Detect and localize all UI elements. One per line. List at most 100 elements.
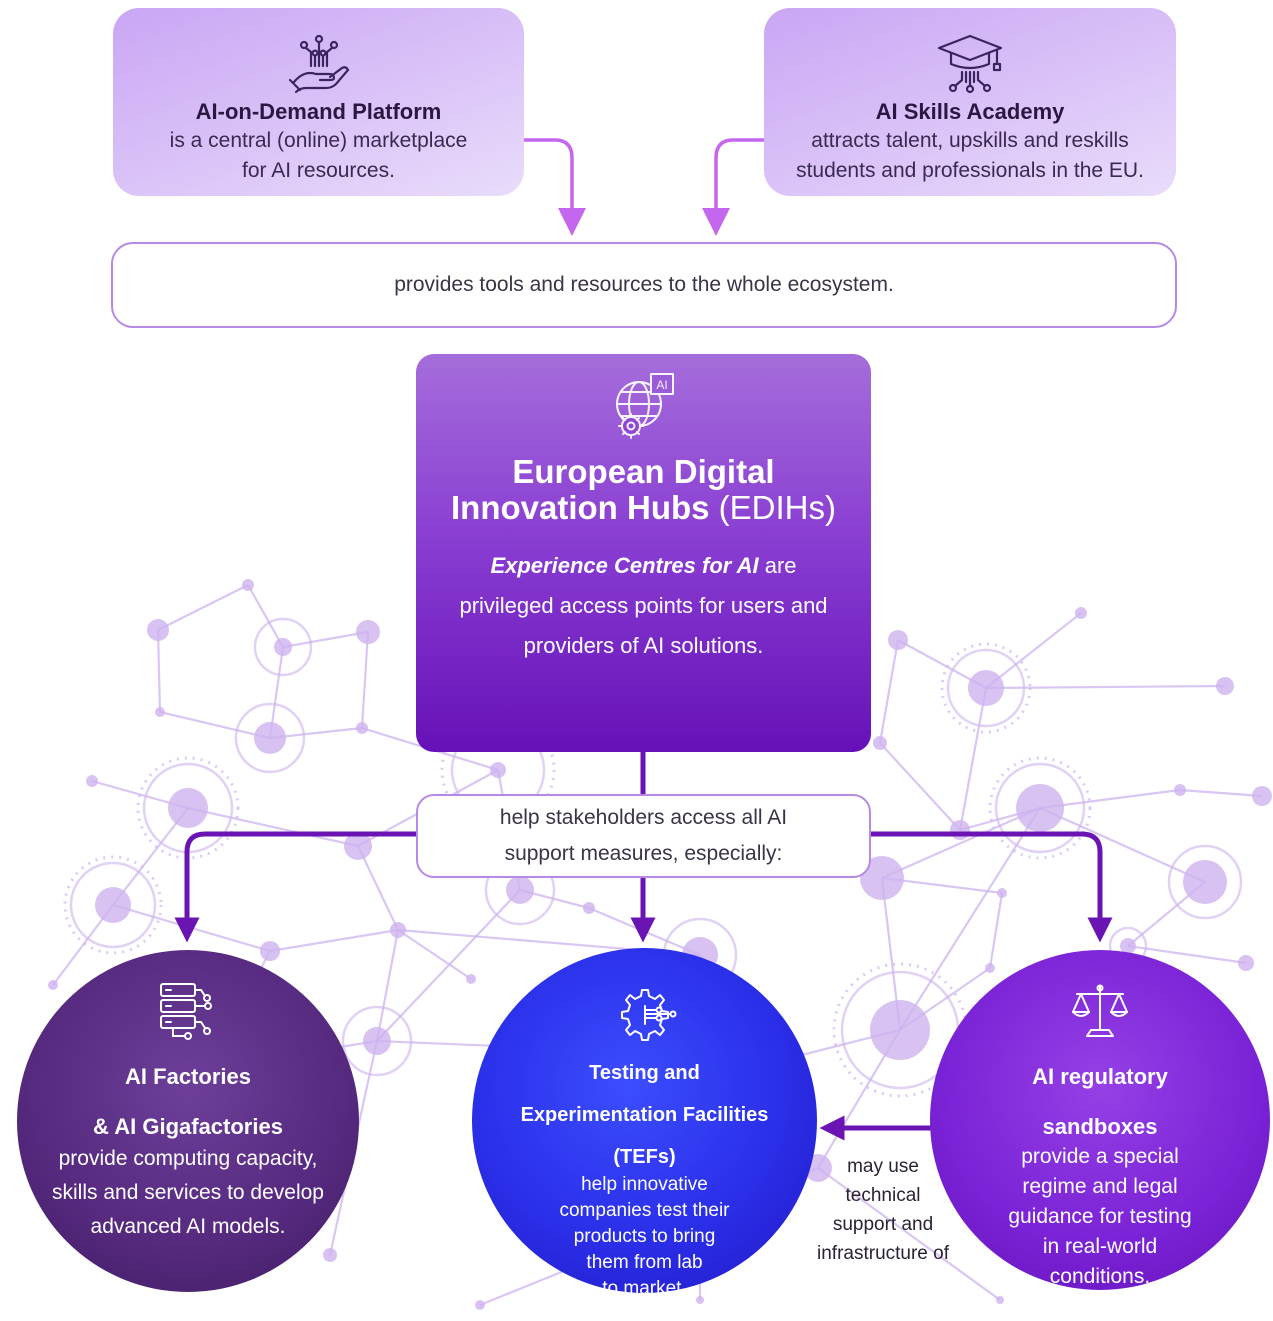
network-node [274, 638, 292, 656]
edih-title-line2: Innovation Hubs [451, 489, 710, 526]
network-dotted-ring [136, 756, 240, 860]
network-node [344, 832, 372, 860]
tefs-desc-line4: them from lab [586, 1252, 703, 1273]
sandboxes-desc-line1: provide a special [1021, 1145, 1179, 1168]
network-ring [341, 1005, 413, 1077]
scales-icon [1072, 984, 1128, 1037]
tefs-title-line1: Testing and [589, 1062, 700, 1084]
may-use-line3: support and [832, 1214, 934, 1235]
network-node [870, 1000, 930, 1060]
network-edge [247, 584, 284, 648]
ai-on-demand-title: AI-on-Demand Platform [195, 99, 442, 124]
network-edge [357, 845, 399, 931]
network-node [48, 980, 58, 990]
edih-title-line1: European Digital [512, 453, 775, 490]
sandboxes-title-line2: sandboxes [1042, 1114, 1158, 1139]
network-ring [1167, 844, 1243, 920]
network-ring [253, 617, 313, 677]
tools-resources-bar: provides tools and resources to the whol… [111, 242, 1177, 328]
network-dotted-ring [440, 712, 556, 828]
network-node [888, 630, 908, 650]
ai-on-demand-card: AI-on-Demand Platform is a central (onli… [113, 8, 524, 196]
ai-skills-academy-title: AI Skills Academy [875, 99, 1065, 124]
network-node [475, 1300, 485, 1310]
ai-factories-desc-line3: advanced AI models. [90, 1215, 286, 1238]
sandboxes-desc-line2: regime and legal [1022, 1175, 1178, 1198]
server-network-icon [160, 983, 212, 1040]
network-edge [187, 806, 359, 848]
network-node [696, 1296, 704, 1304]
network-edge [157, 584, 249, 631]
edih-desc-line3: providers of AI solutions. [523, 633, 764, 658]
network-node [1016, 784, 1064, 832]
sandboxes-desc-line5: conditions. [1049, 1265, 1151, 1288]
network-node [254, 722, 286, 754]
network-node [323, 1248, 337, 1262]
tefs-desc-line1: help innovative [581, 1174, 708, 1195]
network-edge [985, 612, 1082, 689]
tefs-desc-line2: companies test their [559, 1200, 730, 1221]
network-node [583, 902, 595, 914]
network-edge [1127, 944, 1247, 965]
edih-desc-line2: privileged access points for users and [459, 593, 828, 618]
network-dotted-ring [988, 756, 1092, 860]
may-use-line2: technical [845, 1185, 921, 1206]
network-edge [269, 928, 399, 953]
ai-factories-title-line2: & AI Gigafactories [93, 1114, 283, 1139]
network-node [363, 1027, 391, 1055]
network-node [997, 888, 1007, 898]
ai-factories-desc-line1: provide computing capacity, [58, 1147, 318, 1170]
network-node [985, 963, 995, 973]
tefs-title-line3: (TEFs) [613, 1146, 676, 1168]
ai-factories-desc-line2: skills and services to develop [52, 1181, 324, 1204]
may-use-label: may use technical support and infrastruc… [798, 1152, 968, 1268]
network-node [1120, 938, 1136, 954]
edih-description: Experience Centres for AI are privileged… [416, 546, 871, 666]
network-node [873, 736, 887, 750]
network-node [1216, 677, 1234, 695]
gear-circuit-icon [620, 989, 676, 1041]
may-use-line1: may use [847, 1156, 919, 1177]
globe-ai-gear-icon: AI [615, 373, 674, 439]
network-edge [985, 684, 1226, 690]
edih-box: AI European Digital Innovation Hubs (EDI… [416, 354, 871, 752]
edih-desc-emphasis: Experience Centres for AI [490, 553, 759, 578]
ai-skills-academy-card: AI Skills Academy attracts talent, upski… [764, 8, 1176, 196]
graduation-cap-icon [937, 34, 1003, 94]
network-edge [817, 1167, 1001, 1301]
sandboxes-desc-line3: guidance for testing [1008, 1205, 1192, 1228]
sandboxes-title-line1: AI regulatory [1032, 1064, 1168, 1089]
ai-factories-circle: AI Factories & AI Gigafactories provide … [17, 950, 359, 1292]
network-edge [988, 892, 1004, 969]
ai-on-demand-desc-line1: is a central (online) marketplace [169, 129, 468, 152]
tools-resources-text: provides tools and resources to the whol… [394, 273, 894, 296]
network-edge [159, 710, 271, 740]
network-node [996, 1296, 1004, 1304]
network-node [260, 941, 280, 961]
hand-circuit-icon [288, 34, 349, 94]
arrow-to-factories [174, 831, 416, 943]
edih-desc-line1: are [758, 553, 797, 578]
help-line2: support measures, especially: [504, 842, 783, 865]
network-node [242, 579, 254, 591]
network-node [155, 707, 165, 717]
help-stakeholders-box: help stakeholders access all AI support … [416, 794, 871, 878]
may-use-line4: infrastructure of [817, 1243, 949, 1264]
network-edge [156, 629, 162, 713]
network-dotted-ring [940, 642, 1032, 734]
network-ring [946, 648, 1026, 728]
network-ring [234, 702, 306, 774]
ai-skills-academy-desc-line2: students and professionals in the EU. [796, 159, 1144, 182]
ai-on-demand-desc-line2: for AI resources. [242, 159, 395, 182]
network-node [1174, 784, 1186, 796]
svg-text:AI: AI [656, 378, 667, 392]
tefs-title-line2: Experimentation Facilities [520, 1104, 769, 1126]
network-node [1252, 786, 1272, 806]
network-edge [397, 929, 472, 980]
ai-factories-title-line1: AI Factories [125, 1064, 251, 1089]
network-node [1183, 860, 1227, 904]
network-edge [878, 639, 900, 744]
network-edge [881, 806, 1041, 880]
regulatory-sandboxes-circle: AI regulatory sandboxes provide a specia… [930, 950, 1270, 1290]
